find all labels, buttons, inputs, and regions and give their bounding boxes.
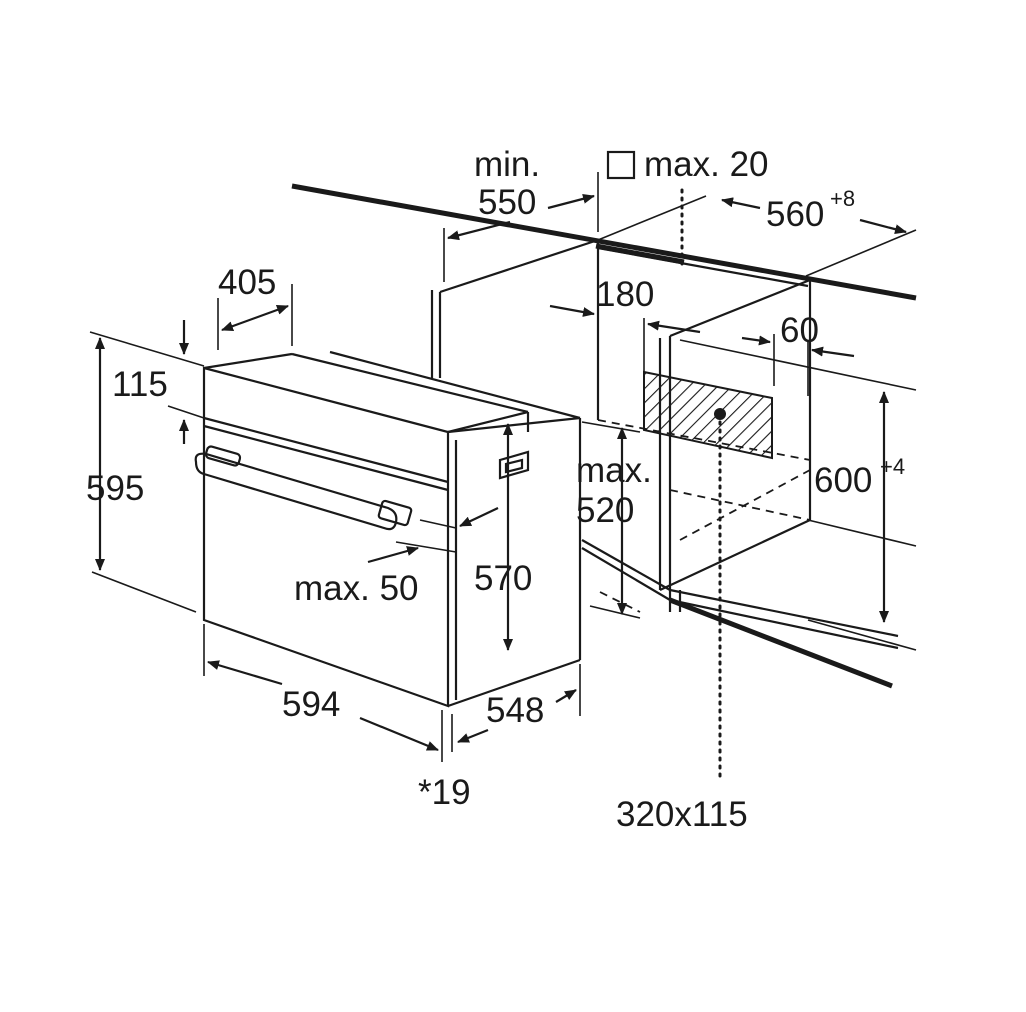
oven-top-left: [203, 352, 293, 370]
body-bottom: [447, 658, 581, 708]
label-595: 595: [86, 469, 144, 508]
dimension-lines: [89, 172, 917, 762]
control-panel-line: [203, 416, 449, 484]
base-left: [581, 539, 671, 591]
shelf-front: [659, 519, 811, 591]
ref-line-top: [679, 339, 917, 391]
shelf-side-lower: [669, 598, 899, 650]
label-180: 180: [596, 275, 654, 314]
rail-strip: [595, 243, 685, 265]
label-star19: *19: [418, 773, 471, 812]
label-max: max.: [576, 451, 652, 490]
label-594: 594: [282, 685, 340, 724]
label-60: 60: [780, 311, 819, 350]
oven-front: [202, 366, 450, 708]
shelf-side: [669, 588, 899, 638]
square-symbol-icon: [606, 150, 636, 180]
base-left-lower: [581, 547, 671, 601]
dimension-labels: min. 550 max. 20 560 +8 405 180 60 115 5…: [86, 145, 905, 834]
side-bracket: [498, 450, 530, 480]
hidden-diag: [679, 469, 811, 541]
oven-top-back: [291, 352, 529, 414]
ref-line-mid: [807, 519, 917, 547]
floor-edge: [669, 597, 893, 689]
handle-mount-left: [204, 445, 242, 467]
label-520: 520: [576, 491, 634, 530]
label-max50: max. 50: [294, 569, 419, 608]
right-panel-top: [669, 278, 811, 338]
hidden-back: [597, 419, 811, 461]
door-top-line: [203, 424, 449, 492]
worktop-front: [439, 238, 599, 294]
label-548: 548: [486, 691, 544, 730]
label-560: 560: [766, 195, 824, 234]
label-550: 550: [478, 183, 536, 222]
oven-top-right: [447, 410, 529, 434]
worktop-back: [597, 238, 811, 280]
oven: [194, 350, 582, 708]
label-560-tolerance: +8: [830, 186, 855, 211]
hidden-floor: [599, 591, 641, 613]
label-vent-size: 320x115: [616, 795, 748, 834]
label-600: 600: [814, 461, 872, 500]
body-top-right: [447, 416, 581, 434]
label-min: min.: [474, 145, 540, 184]
label-600-tolerance: +4: [880, 454, 905, 479]
cabinet-niche: [291, 183, 917, 689]
oven-handle: [194, 452, 398, 531]
label-405: 405: [218, 263, 276, 302]
body-top: [329, 350, 581, 420]
handle-mount-right: [377, 499, 413, 527]
label-115: 115: [112, 365, 168, 404]
label-570: 570: [474, 559, 532, 598]
hatched-vent-icon: [643, 370, 773, 460]
hidden-mid: [669, 489, 811, 521]
label-max20: max. 20: [644, 145, 769, 184]
ref-line-bottom: [807, 619, 917, 651]
